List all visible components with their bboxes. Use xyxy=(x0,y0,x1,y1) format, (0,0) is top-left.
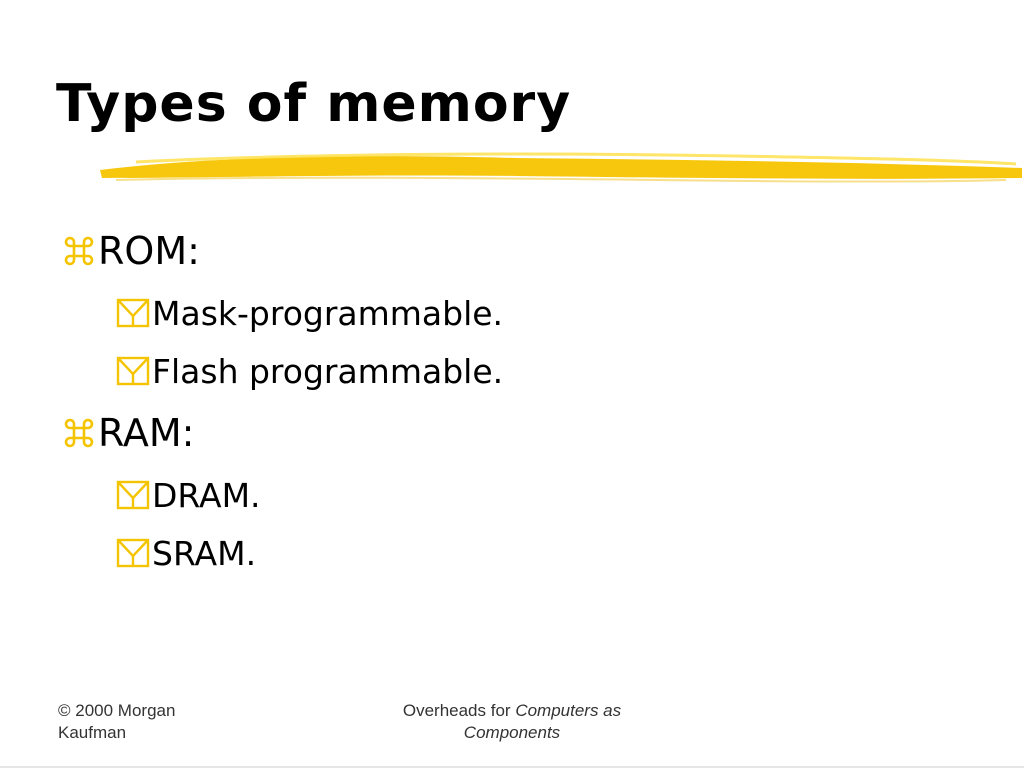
footer-book-title: Overheads for Computers as Components xyxy=(356,700,668,744)
bullet-text: SRAM. xyxy=(152,533,257,573)
bottom-rule xyxy=(0,766,1024,768)
checkbox-icon xyxy=(116,538,150,568)
bullet-list: ROM: Mask-programmable. Flash programm xyxy=(62,222,503,582)
bullet-sram: SRAM. xyxy=(62,524,503,582)
title-underline-brushstroke xyxy=(100,152,1022,183)
bullet-text: RAM: xyxy=(98,411,195,455)
slide-title: Types of memory xyxy=(56,74,572,134)
checkbox-icon xyxy=(116,356,150,386)
command-icon xyxy=(62,416,96,450)
footer-title-part1: Computers as xyxy=(515,701,622,720)
footer-copyright-line2: Kaufman xyxy=(58,723,127,742)
footer-copyright: © 2000 Morgan Kaufman xyxy=(58,700,258,744)
bullet-text: Mask-programmable. xyxy=(152,293,504,333)
checkbox-icon xyxy=(116,480,150,510)
bullet-ram: RAM: xyxy=(62,404,503,462)
footer-title-part2: Components xyxy=(463,723,561,742)
bullet-rom: ROM: xyxy=(62,222,503,280)
bullet-text: DRAM. xyxy=(152,475,261,515)
bullet-text: Flash programmable. xyxy=(152,351,504,391)
bullet-flash-programmable: Flash programmable. xyxy=(62,342,503,400)
bullet-text: ROM: xyxy=(98,229,200,273)
footer-copyright-line1: © 2000 Morgan xyxy=(58,701,176,720)
bullet-mask-programmable: Mask-programmable. xyxy=(62,284,503,342)
checkbox-icon xyxy=(116,298,150,328)
command-icon xyxy=(62,234,96,268)
footer-prefix: Overheads for xyxy=(402,701,516,720)
bullet-dram: DRAM. xyxy=(62,466,503,524)
